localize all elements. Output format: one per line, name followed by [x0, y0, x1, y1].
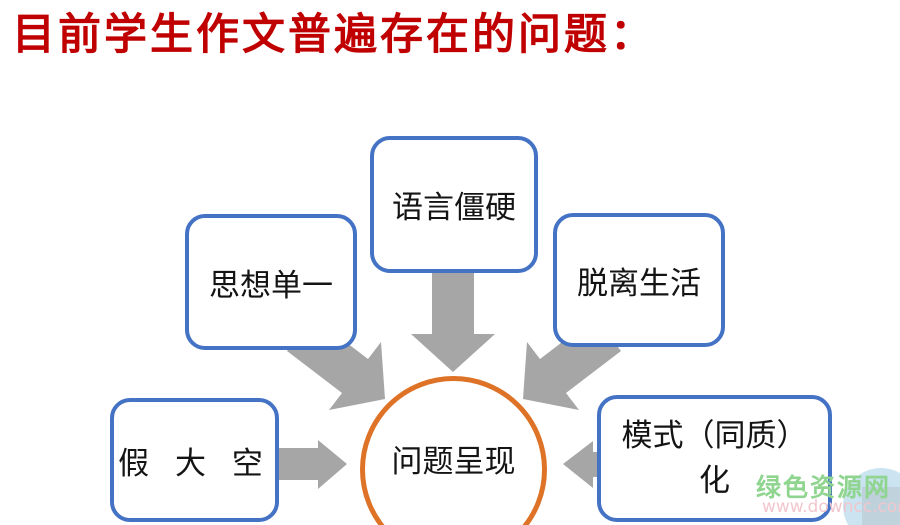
arrow-lower-right-to-center-icon [563, 441, 601, 488]
node-label: 脱离生活 [577, 265, 701, 302]
center-node-label: 问题呈现 [391, 444, 516, 480]
center-node-wentichengxian: 问题呈现 [360, 376, 547, 525]
arrow-top-to-center-icon [411, 266, 495, 372]
node-box-sixiangdanyi: 思想单一 [185, 214, 357, 350]
node-label: 假 大 空 [118, 445, 271, 482]
node-box-moshitongzhihua: 模式（同质）化 [597, 395, 832, 522]
node-label: 模式（同质）化 [621, 417, 808, 499]
node-box-tuolishenghuo: 脱离生活 [553, 213, 725, 347]
node-label: 思想单一 [209, 267, 333, 304]
arrow-lower-left-to-center-icon [278, 440, 347, 489]
node-box-yuyanjiangying: 语言僵硬 [370, 136, 538, 273]
slide-title: 目前学生作文普遍存在的问题： [12, 10, 656, 60]
node-label: 语言僵硬 [392, 190, 516, 226]
node-box-jiadakong: 假 大 空 [110, 398, 279, 522]
corner-haze-decoration [862, 487, 900, 525]
